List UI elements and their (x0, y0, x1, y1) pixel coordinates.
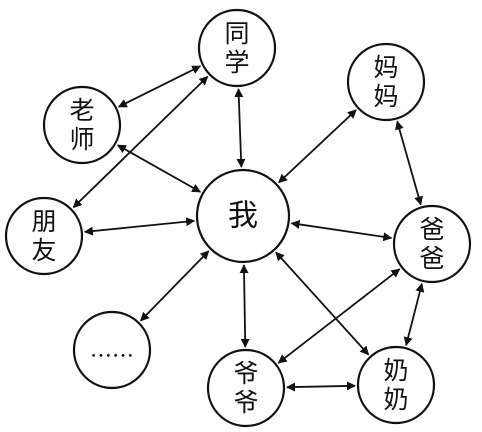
edge-dad-grandpa (277, 268, 401, 364)
node-friend-label-1: 朋 (31, 207, 56, 236)
node-grandma: 奶奶 (356, 345, 436, 425)
node-teacher: 老师 (42, 85, 122, 165)
edge-friend-classmate (72, 75, 209, 209)
node-classmate-label-2: 学 (224, 48, 249, 77)
node-ellipsis-circle (72, 310, 152, 390)
node-teacher-label-1: 老 (69, 96, 94, 125)
node-classmate: 同学 (197, 8, 277, 88)
node-me: 我 (195, 168, 291, 264)
node-me-circle (195, 168, 291, 264)
edge-grandpa-grandma (286, 381, 356, 392)
node-dad-label-2: 爸 (419, 244, 444, 273)
edge-classmate-me (234, 88, 246, 168)
node-mom-circle (346, 42, 426, 122)
edge-dad-me (290, 219, 393, 242)
edge-teacher-classmate (117, 65, 202, 108)
edge-mom-me (278, 109, 357, 184)
node-friend-label-2: 友 (31, 236, 56, 265)
node-mom-label-1: 妈 (373, 53, 398, 82)
node-grandma-circle (356, 345, 436, 425)
node-teacher-circle (42, 85, 122, 165)
node-friend-circle (4, 196, 84, 276)
node-grandma-label-2: 奶 (383, 385, 408, 414)
node-grandpa-circle (206, 348, 286, 428)
node-ellipsis: …… (72, 310, 152, 390)
node-mom: 妈妈 (346, 42, 426, 122)
node-friend: 朋友 (4, 196, 84, 276)
edge-grandpa-me (239, 264, 250, 348)
node-mom-label-2: 妈 (373, 82, 398, 111)
node-grandpa-label-2: 爷 (233, 388, 258, 417)
node-me-label-1: 我 (228, 199, 258, 234)
node-grandpa-label-1: 爷 (233, 359, 258, 388)
edges-layer (72, 65, 425, 392)
node-dad: 爸爸 (392, 204, 472, 284)
node-classmate-label-1: 同 (224, 19, 249, 48)
edge-dad-grandma (403, 282, 425, 347)
edge-friend-me (83, 217, 196, 236)
node-dad-circle (392, 204, 472, 284)
edge-mom-dad (395, 120, 423, 206)
node-dad-label-1: 爸 (419, 215, 444, 244)
node-ellipsis-label-1: …… (90, 338, 134, 363)
edge-ellipsis-me (140, 250, 210, 322)
node-grandma-label-1: 奶 (383, 356, 408, 385)
node-grandpa: 爷爷 (206, 348, 286, 428)
node-teacher-label-2: 师 (69, 125, 94, 154)
node-classmate-circle (197, 8, 277, 88)
